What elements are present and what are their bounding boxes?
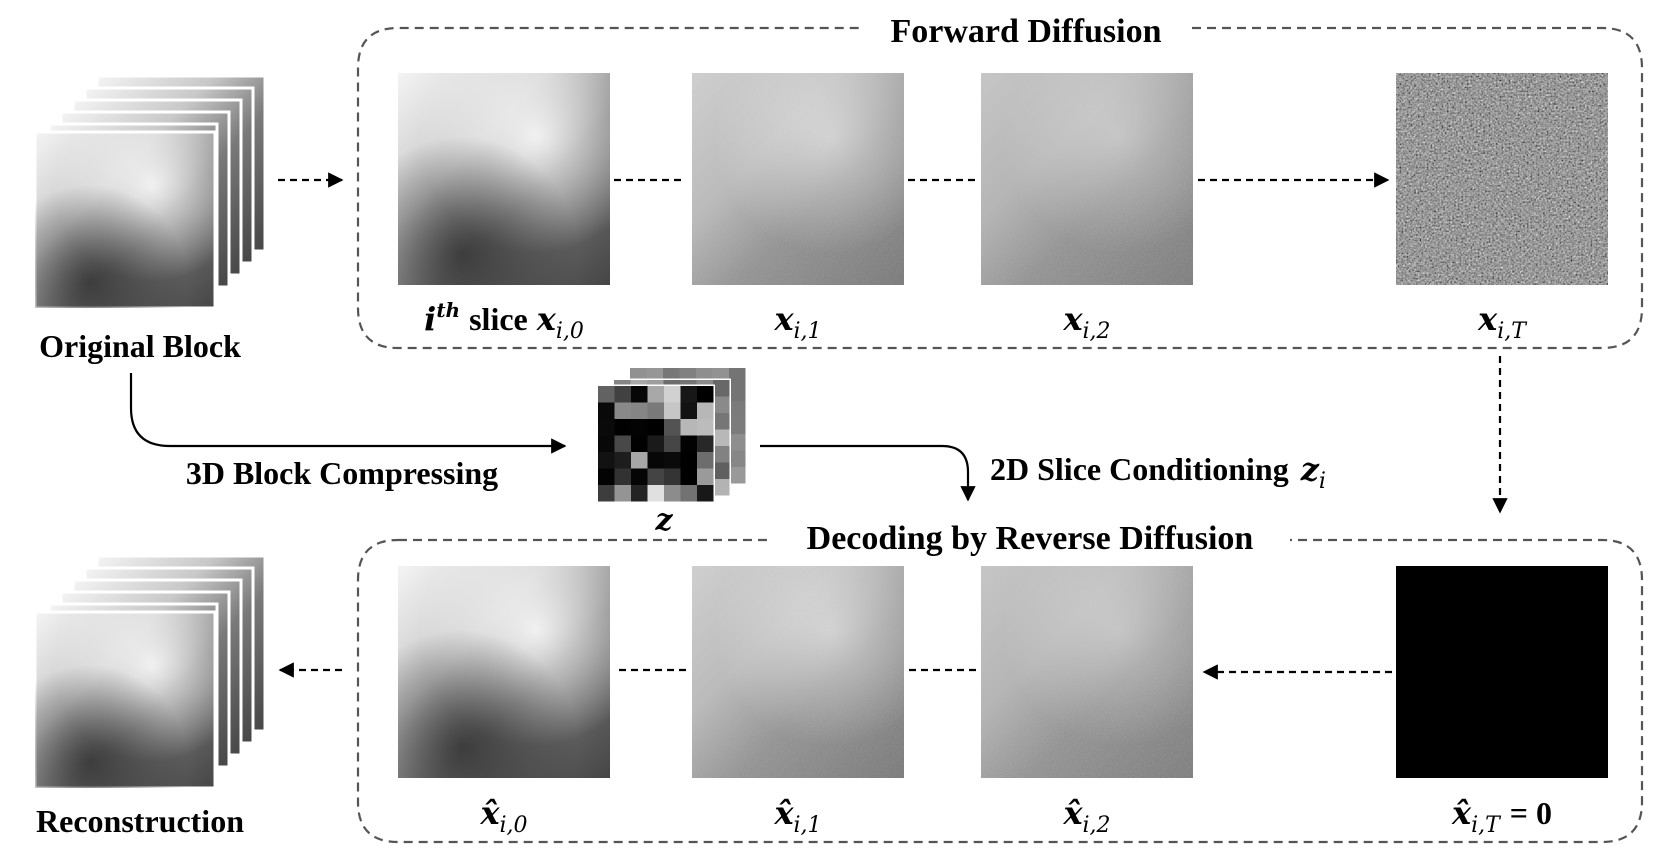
forward-label-2: xi,2 <box>1062 300 1110 344</box>
forward-diffusion-panel: Forward Diffusion <box>356 8 1644 350</box>
reverse-diffusion-panel: Decoding by Reverse Diffusion <box>356 518 1644 844</box>
original-block-label: Original Block <box>39 328 241 364</box>
connectors <box>129 172 1508 680</box>
reconstruction-block-stack <box>33 554 267 790</box>
reverse-slice-2 <box>981 566 1193 778</box>
reverse-panel-title: Decoding by Reverse Diffusion <box>807 520 1254 557</box>
forward-label-1: xi,1 <box>773 300 821 344</box>
reverse-slice-T <box>1396 566 1608 778</box>
reverse-label-1: x̂i,1 <box>773 794 821 838</box>
reverse-label-0: x̂i,0 <box>479 794 527 838</box>
forward-slice-1 <box>692 73 904 285</box>
reverse-label-T: x̂i,T= 0 <box>1451 794 1552 838</box>
reverse-label-2: x̂i,2 <box>1062 794 1110 838</box>
arrow-conditioning <box>760 444 976 502</box>
reverse-panel-frame <box>356 538 1644 844</box>
reverse-slice-0 <box>398 566 610 778</box>
original-block-stack <box>33 74 267 310</box>
forward-slice-T <box>1396 73 1608 285</box>
arrow-compress <box>129 373 567 454</box>
forward-label-T: xi,T <box>1477 300 1528 344</box>
forward-slice-0 <box>398 73 610 285</box>
forward-panel-title: Forward Diffusion <box>890 13 1161 50</box>
latent-z-label: z <box>654 503 673 538</box>
forward-panel-frame <box>356 26 1644 350</box>
reconstruction-label: Reconstruction <box>36 803 244 839</box>
compress-label: 3D Block Compressing <box>186 455 498 491</box>
latent-z-grid <box>596 366 747 503</box>
reverse-slice-1 <box>692 566 904 778</box>
forward-slice-2 <box>981 73 1193 285</box>
